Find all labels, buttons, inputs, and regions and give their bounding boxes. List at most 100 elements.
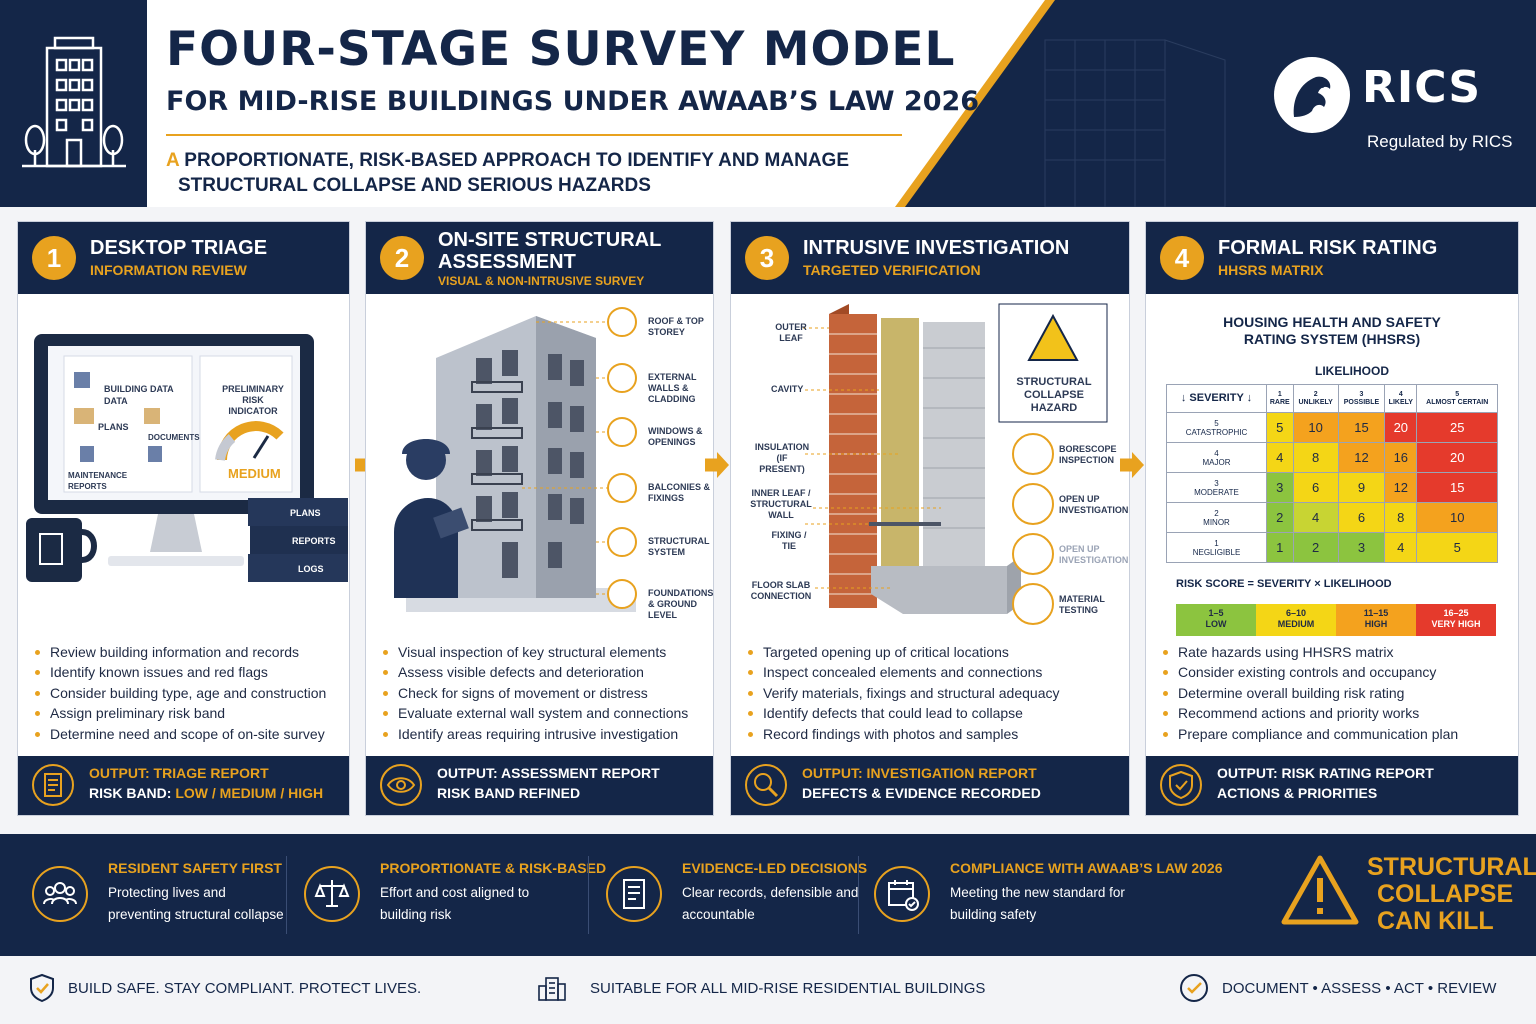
mid-rise-building-icon xyxy=(394,307,637,612)
risk-indicator-value: MEDIUM xyxy=(228,466,281,481)
stage-1-card: 1 DESKTOP TRIAGE INFORMATION REVIEW xyxy=(17,221,350,816)
calendar-icon xyxy=(874,866,930,922)
building-sketch-icon xyxy=(1044,39,1226,207)
wall-section-illustration: OUTER LEAF CAVITY INSULATION (IF PRESENT… xyxy=(731,298,1129,638)
matrix-cell: 12 xyxy=(1337,442,1386,473)
header-building-panel xyxy=(0,0,147,207)
list-item: Determine need and scope of on-site surv… xyxy=(32,724,342,744)
warning-line-3: CAN KILL xyxy=(1377,907,1494,935)
binder-logs: LOGS xyxy=(298,564,324,574)
principles-band: RESIDENT SAFETY FIRST Protecting lives a… xyxy=(0,834,1536,956)
eye-icon xyxy=(380,764,422,806)
scales-icon xyxy=(304,866,360,922)
list-item: Check for signs of movement or distress xyxy=(380,683,690,703)
risk-score-formula: RISK SCORE = SEVERITY × LIKELIHOOD xyxy=(1176,578,1392,590)
stage-1-subtitle: INFORMATION REVIEW xyxy=(90,262,247,278)
stage-3-output: OUTPUT: INVESTIGATION REPORT DEFECTS & E… xyxy=(731,756,1129,815)
stage-2-number: 2 xyxy=(380,236,424,280)
stage-4-number: 4 xyxy=(1160,236,1204,280)
divider xyxy=(286,856,287,934)
matrix-cell: 15 xyxy=(1416,472,1498,503)
row-label: NEGLIGIBLE xyxy=(1192,547,1241,557)
col-label: RARE xyxy=(1269,398,1290,406)
warning-triangle-icon xyxy=(1281,855,1359,925)
stage-1-output: OUTPUT: TRIAGE REPORT RISK BAND: LOW / M… xyxy=(18,756,349,815)
matrix-cell: 4 xyxy=(1384,532,1418,563)
list-item: Consider building type, age and construc… xyxy=(32,683,342,703)
building-icon xyxy=(22,36,126,168)
method-open-up-2: OPEN UP INVESTIGATION xyxy=(1059,544,1129,565)
check-circle-icon xyxy=(1180,974,1208,1002)
row-number: 3 xyxy=(1214,478,1219,488)
hhsrs-matrix: HOUSING HEALTH AND SAFETY RATING SYSTEM … xyxy=(1146,298,1518,638)
stage-4-card: 4 FORMAL RISK RATING HHSRS MATRIX HOUSIN… xyxy=(1145,221,1519,816)
list-item: Visual inspection of key structural elem… xyxy=(380,642,690,662)
method-open-up: OPEN UP INVESTIGATION xyxy=(1059,494,1129,515)
divider xyxy=(588,856,589,934)
band-label: MEDIUM xyxy=(1277,619,1315,629)
col-number: 3 xyxy=(1359,390,1364,398)
stage-2-card: 2 ON-SITE STRUCTURAL ASSESSMENT VISUAL &… xyxy=(365,221,714,816)
matrix-cell: 6 xyxy=(1337,502,1386,533)
row-label: CATASTROPHIC xyxy=(1185,427,1248,437)
risk-band-label: RISK BAND: xyxy=(89,785,176,801)
stage-4-bullets: Rate hazards using HHSRS matrix Consider… xyxy=(1160,642,1470,744)
band-range: 11–15 xyxy=(1363,608,1389,618)
tagline-line-2: STRUCTURAL COLLAPSE AND SERIOUS HAZARDS xyxy=(178,175,651,196)
stage-1-header: 1 DESKTOP TRIAGE INFORMATION REVIEW xyxy=(18,222,349,294)
band-label: HIGH xyxy=(1364,619,1388,629)
matrix-cell: 20 xyxy=(1384,412,1418,443)
computer-icon xyxy=(26,334,348,582)
footer: BUILD SAFE. STAY COMPLIANT. PROTECT LIVE… xyxy=(0,956,1536,1024)
callout-windows: WINDOWS & OPENINGS xyxy=(648,426,703,447)
principle-heading: PROPORTIONATE & RISK-BASED xyxy=(380,860,607,876)
screen-building-data: BUILDING DATA xyxy=(104,384,174,394)
band-range: 1–5 xyxy=(1208,608,1224,618)
principle-heading: EVIDENCE-LED DECISIONS xyxy=(682,860,868,876)
label-outer-leaf: OUTER LEAF xyxy=(775,322,807,343)
matrix-cell: 16 xyxy=(1384,442,1418,473)
matrix-cell: 3 xyxy=(1266,472,1294,503)
label-inner-leaf: INNER LEAF / STRUCTURAL WALL xyxy=(750,488,812,520)
stage-4-output-label: OUTPUT: RISK RATING REPORT xyxy=(1217,765,1434,781)
stage-4-output-detail: ACTIONS & PRIORITIES xyxy=(1217,785,1378,801)
stage-2-header: 2 ON-SITE STRUCTURAL ASSESSMENT VISUAL &… xyxy=(366,222,713,294)
stage-3-card: 3 INTRUSIVE INVESTIGATION TARGETED VERIF… xyxy=(730,221,1130,816)
footer-applicability: SUITABLE FOR ALL MID-RISE RESIDENTIAL BU… xyxy=(590,980,986,997)
row-label: MODERATE xyxy=(1194,487,1239,497)
stage-3-bullets: Targeted opening up of critical location… xyxy=(745,642,1115,744)
band-range: 16–25 xyxy=(1443,608,1469,618)
stage-3-output-label: OUTPUT: INVESTIGATION REPORT xyxy=(802,765,1037,781)
matrix-cell: 5 xyxy=(1416,532,1498,563)
row-number: 2 xyxy=(1214,508,1219,518)
tagline: A PROPORTIONATE, RISK-BASED APPROACH TO … xyxy=(166,148,849,198)
page-title: FOUR-STAGE SURVEY MODEL xyxy=(166,22,956,77)
list-item: Consider existing controls and occupancy xyxy=(1160,662,1470,682)
band-label: VERY HIGH xyxy=(1431,619,1481,629)
stage-3-subtitle: TARGETED VERIFICATION xyxy=(803,262,981,278)
stage-1-title: DESKTOP TRIAGE xyxy=(90,237,268,259)
stage-4-header: 4 FORMAL RISK RATING HHSRS MATRIX xyxy=(1146,222,1518,294)
shield-icon xyxy=(1160,764,1202,806)
matrix-cell: 9 xyxy=(1337,472,1386,503)
stage-2-output-label: OUTPUT: ASSESSMENT REPORT xyxy=(437,765,660,781)
stage-4-subtitle: HHSRS MATRIX xyxy=(1218,262,1324,278)
label-fixing-tie: FIXING / TIE xyxy=(771,530,807,551)
binder-plans: PLANS xyxy=(290,508,321,518)
matrix-cell: 6 xyxy=(1292,472,1339,503)
header: FOUR-STAGE SURVEY MODEL FOR MID-RISE BUI… xyxy=(0,0,1536,207)
method-borescope: BORESCOPE INSPECTION xyxy=(1059,444,1117,465)
stage-2-subtitle: VISUAL & NON-INTRUSIVE SURVEY xyxy=(438,274,645,288)
stage-2-output: OUTPUT: ASSESSMENT REPORT RISK BAND REFI… xyxy=(366,756,713,815)
stage-1-bullets: Review building information and records … xyxy=(32,642,342,744)
matrix-cell: 10 xyxy=(1292,412,1339,443)
building-illustration: ROOF & TOP STOREY EXTERNAL WALLS & CLADD… xyxy=(366,298,713,638)
list-item: Determine overall building risk rating xyxy=(1160,683,1470,703)
binder-reports: REPORTS xyxy=(292,536,336,546)
